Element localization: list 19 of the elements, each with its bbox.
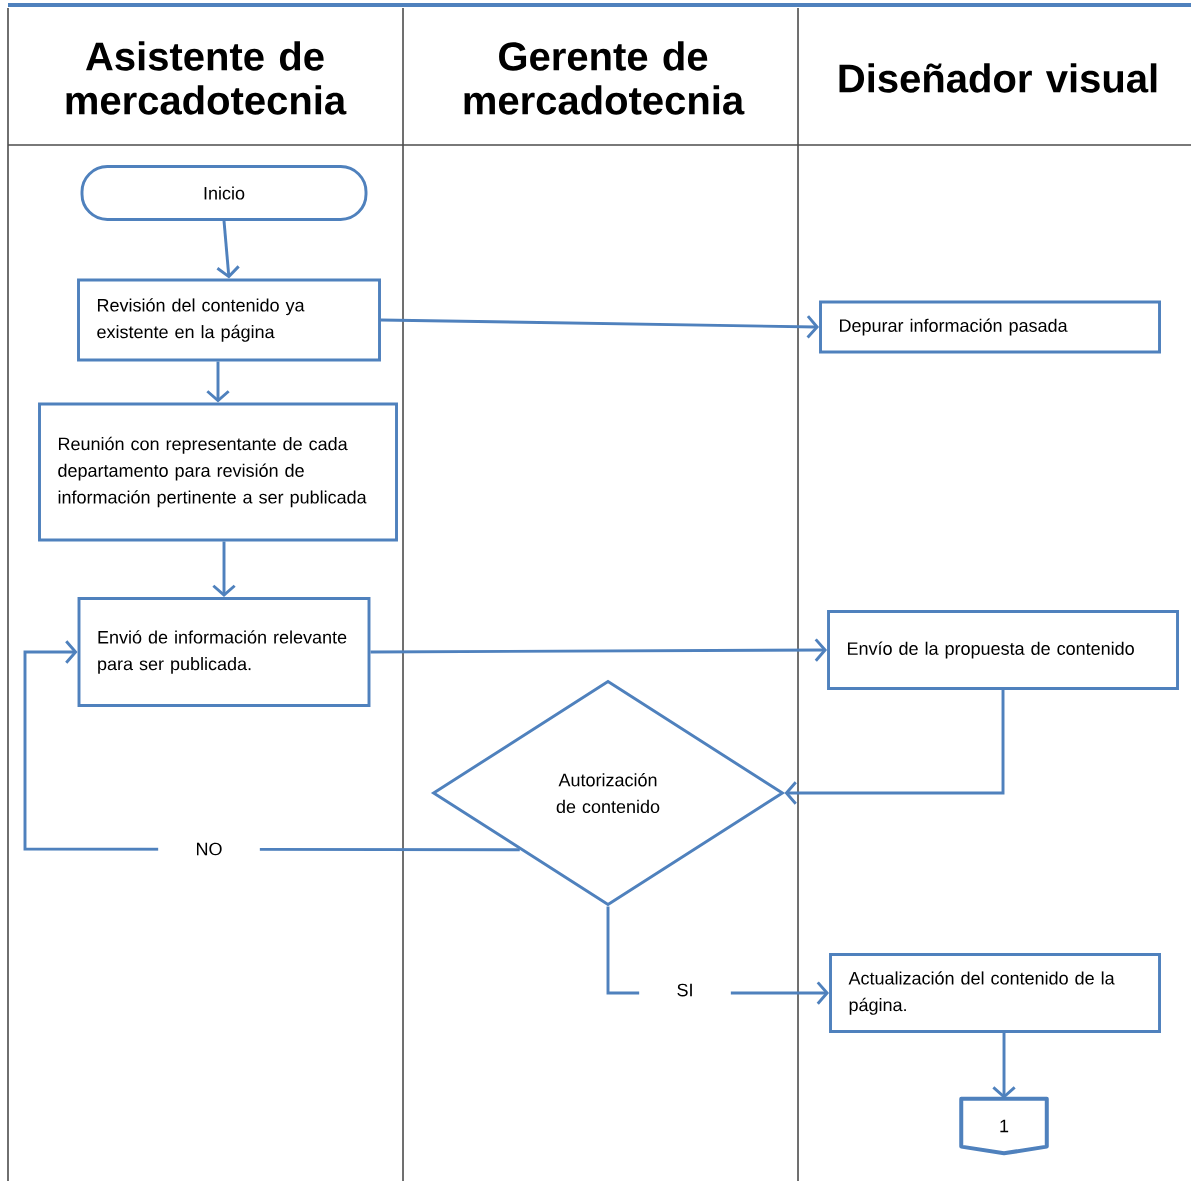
arrow [216,220,240,279]
arrow [992,1033,1016,1099]
lane-header: Gerente de mercadotecnia [464,41,745,115]
process-box: Envío de la propuesta de contenido [827,610,1179,690]
process-box: Depurar información pasada [819,300,1161,354]
process-box: Envió de información relevante para ser publicada. [77,597,371,707]
process-box: Revisión del contenido ya existente en la página [77,278,381,362]
arrow [380,315,820,339]
edge-label: SI [639,978,731,1002]
edge-label: NO [158,837,260,861]
arrow [212,541,236,598]
arrow [206,361,230,403]
process-box: Actualización del contenido de la página. [829,953,1161,1033]
lane-header: Diseñador visual [839,63,1157,93]
process-box: Reunión con representante de cada departamento para revisión de información pertinente a ser publicada [38,402,398,542]
lane-header: Asistente de mercadotecnia [66,41,347,115]
off-page-connector: 1 [959,1096,1049,1156]
arrow [370,638,828,662]
arrow [784,689,1005,805]
